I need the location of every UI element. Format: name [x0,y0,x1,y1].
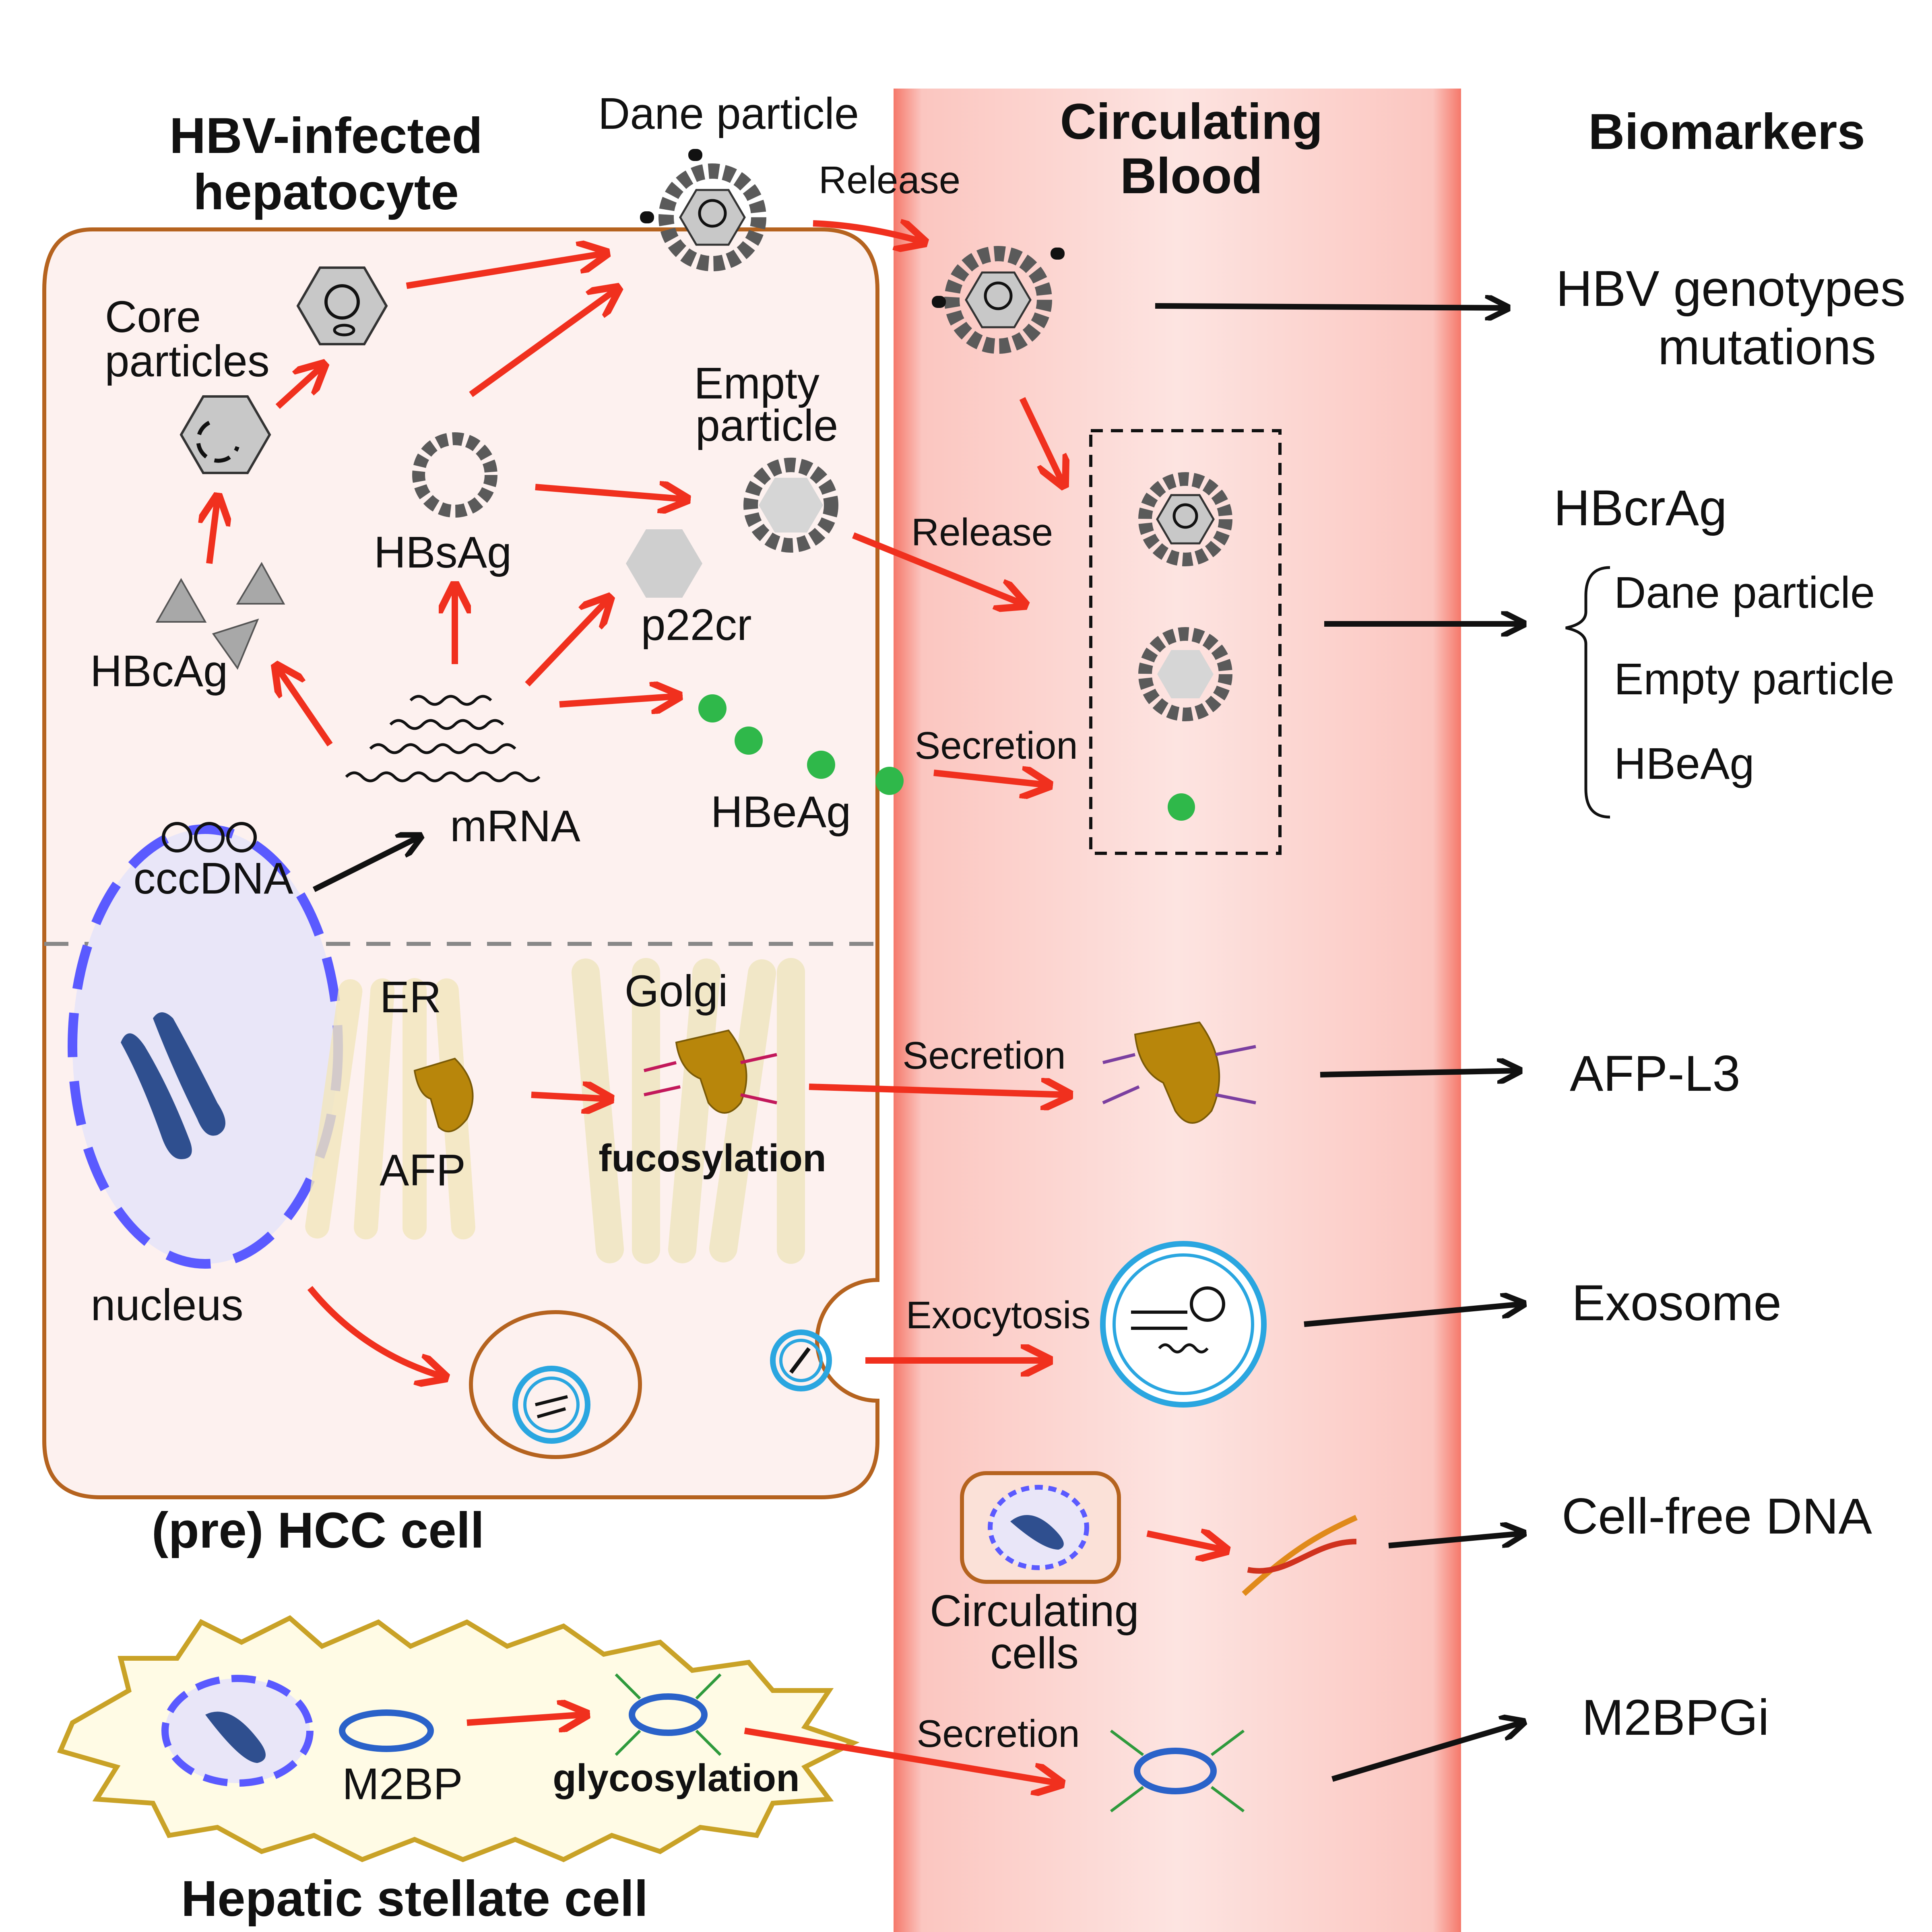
biomarker-hbcrag-item-3: HBeAg [1614,739,1754,788]
virion-icon [1138,472,1232,566]
biomarkers-title: Biomarkers [1588,104,1865,160]
chromosome-icon [1010,1515,1064,1550]
label-core-line1: Core [105,292,201,342]
label-er: ER [380,972,442,1022]
label-nucleus: nucleus [91,1280,243,1330]
label-empty-line1: Empty [694,359,819,408]
process-release-mid: Release [911,511,1053,554]
hbsag-ring-icon [412,432,497,518]
chromosome-icon [121,1012,225,1159]
label-afp: AFP [380,1146,466,1195]
triangle-hbcag-icon [155,561,285,670]
blood-title-line2: Blood [1120,148,1263,204]
cccdna-icon [162,822,257,852]
label-cccdna: cccDNA [133,854,293,903]
circulating-blood-band [894,89,1461,1932]
label-hbsag: HBsAg [374,528,512,577]
biomarker-hbcrag: HBcrAg [1554,480,1727,536]
process-secretion-hbeag: Secretion [914,724,1078,767]
hcc-cell-title: (pre) HCC cell [152,1503,485,1558]
label-circulating-cells-line1: Circulating [930,1586,1139,1636]
process-secretion-m2bp: Secretion [916,1712,1080,1755]
hepatocyte-title-line1: HBV-infected [169,108,483,164]
label-p22cr: p22cr [641,600,751,650]
label-golgi: Golgi [625,966,728,1016]
label-fucosylation: fucosylation [599,1137,826,1180]
m2bp-ring-icon [1134,1748,1217,1794]
afp-protein-icon [1134,1021,1220,1124]
biomarker-hbcrag-item-1: Dane particle [1614,568,1875,617]
biomarker-cell-free-dna: Cell-free DNA [1562,1488,1872,1544]
biomarker-hbv-line1: HBV genotypes [1556,261,1906,317]
stellate-cell [57,1615,860,1862]
budding-exosome-icon [770,1329,832,1391]
process-secretion-afp: Secretion [902,1034,1066,1077]
m2bp-ring-icon [629,1693,708,1736]
biomarker-exosome: Exosome [1572,1275,1781,1331]
blood-title-line1: Circulating [1060,94,1323,150]
glycan-chains-icon [644,1053,777,1104]
label-empty-line2: particle [696,401,838,450]
empty-particle-icon [1138,627,1232,721]
label-hbcag: HBcAg [90,646,228,696]
virion-icon [640,149,766,271]
glycan-chains-icon [1102,1045,1256,1104]
hbcrag-box [1089,429,1282,855]
label-circulating-cells-line2: cells [990,1629,1079,1678]
red-arrows [209,223,1224,1783]
process-release-top: Release [819,159,960,202]
label-glycosylation: glycosylation [553,1757,800,1800]
biomarker-hbcrag-item-2: Empty particle [1614,654,1895,704]
label-dane-particle: Dane particle [598,89,859,138]
stellate-cell-title: Hepatic stellate cell [181,1871,648,1927]
label-mrna: mRNA [450,801,581,851]
mrna-icon [345,695,541,782]
droplet-hbeag-icon [1168,793,1195,821]
hbcrag-brace [1565,566,1610,819]
biomarker-m2bpgi: M2BPGi [1582,1690,1769,1746]
biomarker-afp-l3: AFP-L3 [1570,1046,1740,1102]
afp-protein-icon [675,1029,747,1114]
label-hbeag: HBeAg [711,787,851,837]
virion-icon [932,246,1065,354]
label-core-line2: particles [105,336,270,386]
empty-particle-icon [751,465,831,545]
core-particle-icon [298,268,386,344]
black-arrows [312,306,1521,1782]
core-particle-icon [181,396,270,473]
afp-protein-icon [413,1057,474,1133]
droplet-hbeag-icon [698,694,904,795]
m2bp-ring-icon [339,1709,434,1752]
process-exocytosis: Exocytosis [906,1294,1091,1337]
glycan-branches-icon [615,1673,1245,1812]
label-m2bp: M2BP [342,1759,463,1809]
p22cr-hexagon-icon [626,529,702,598]
chromosome-icon [205,1711,266,1763]
intracellular-vesicle [469,1310,642,1459]
dna-helix-icon [1242,1515,1358,1596]
hepatocyte-title-line2: hepatocyte [193,164,459,220]
biomarker-hbv-line2: mutations [1658,319,1876,375]
exosome-icon [1100,1241,1267,1408]
exosome-icon [512,1366,590,1444]
